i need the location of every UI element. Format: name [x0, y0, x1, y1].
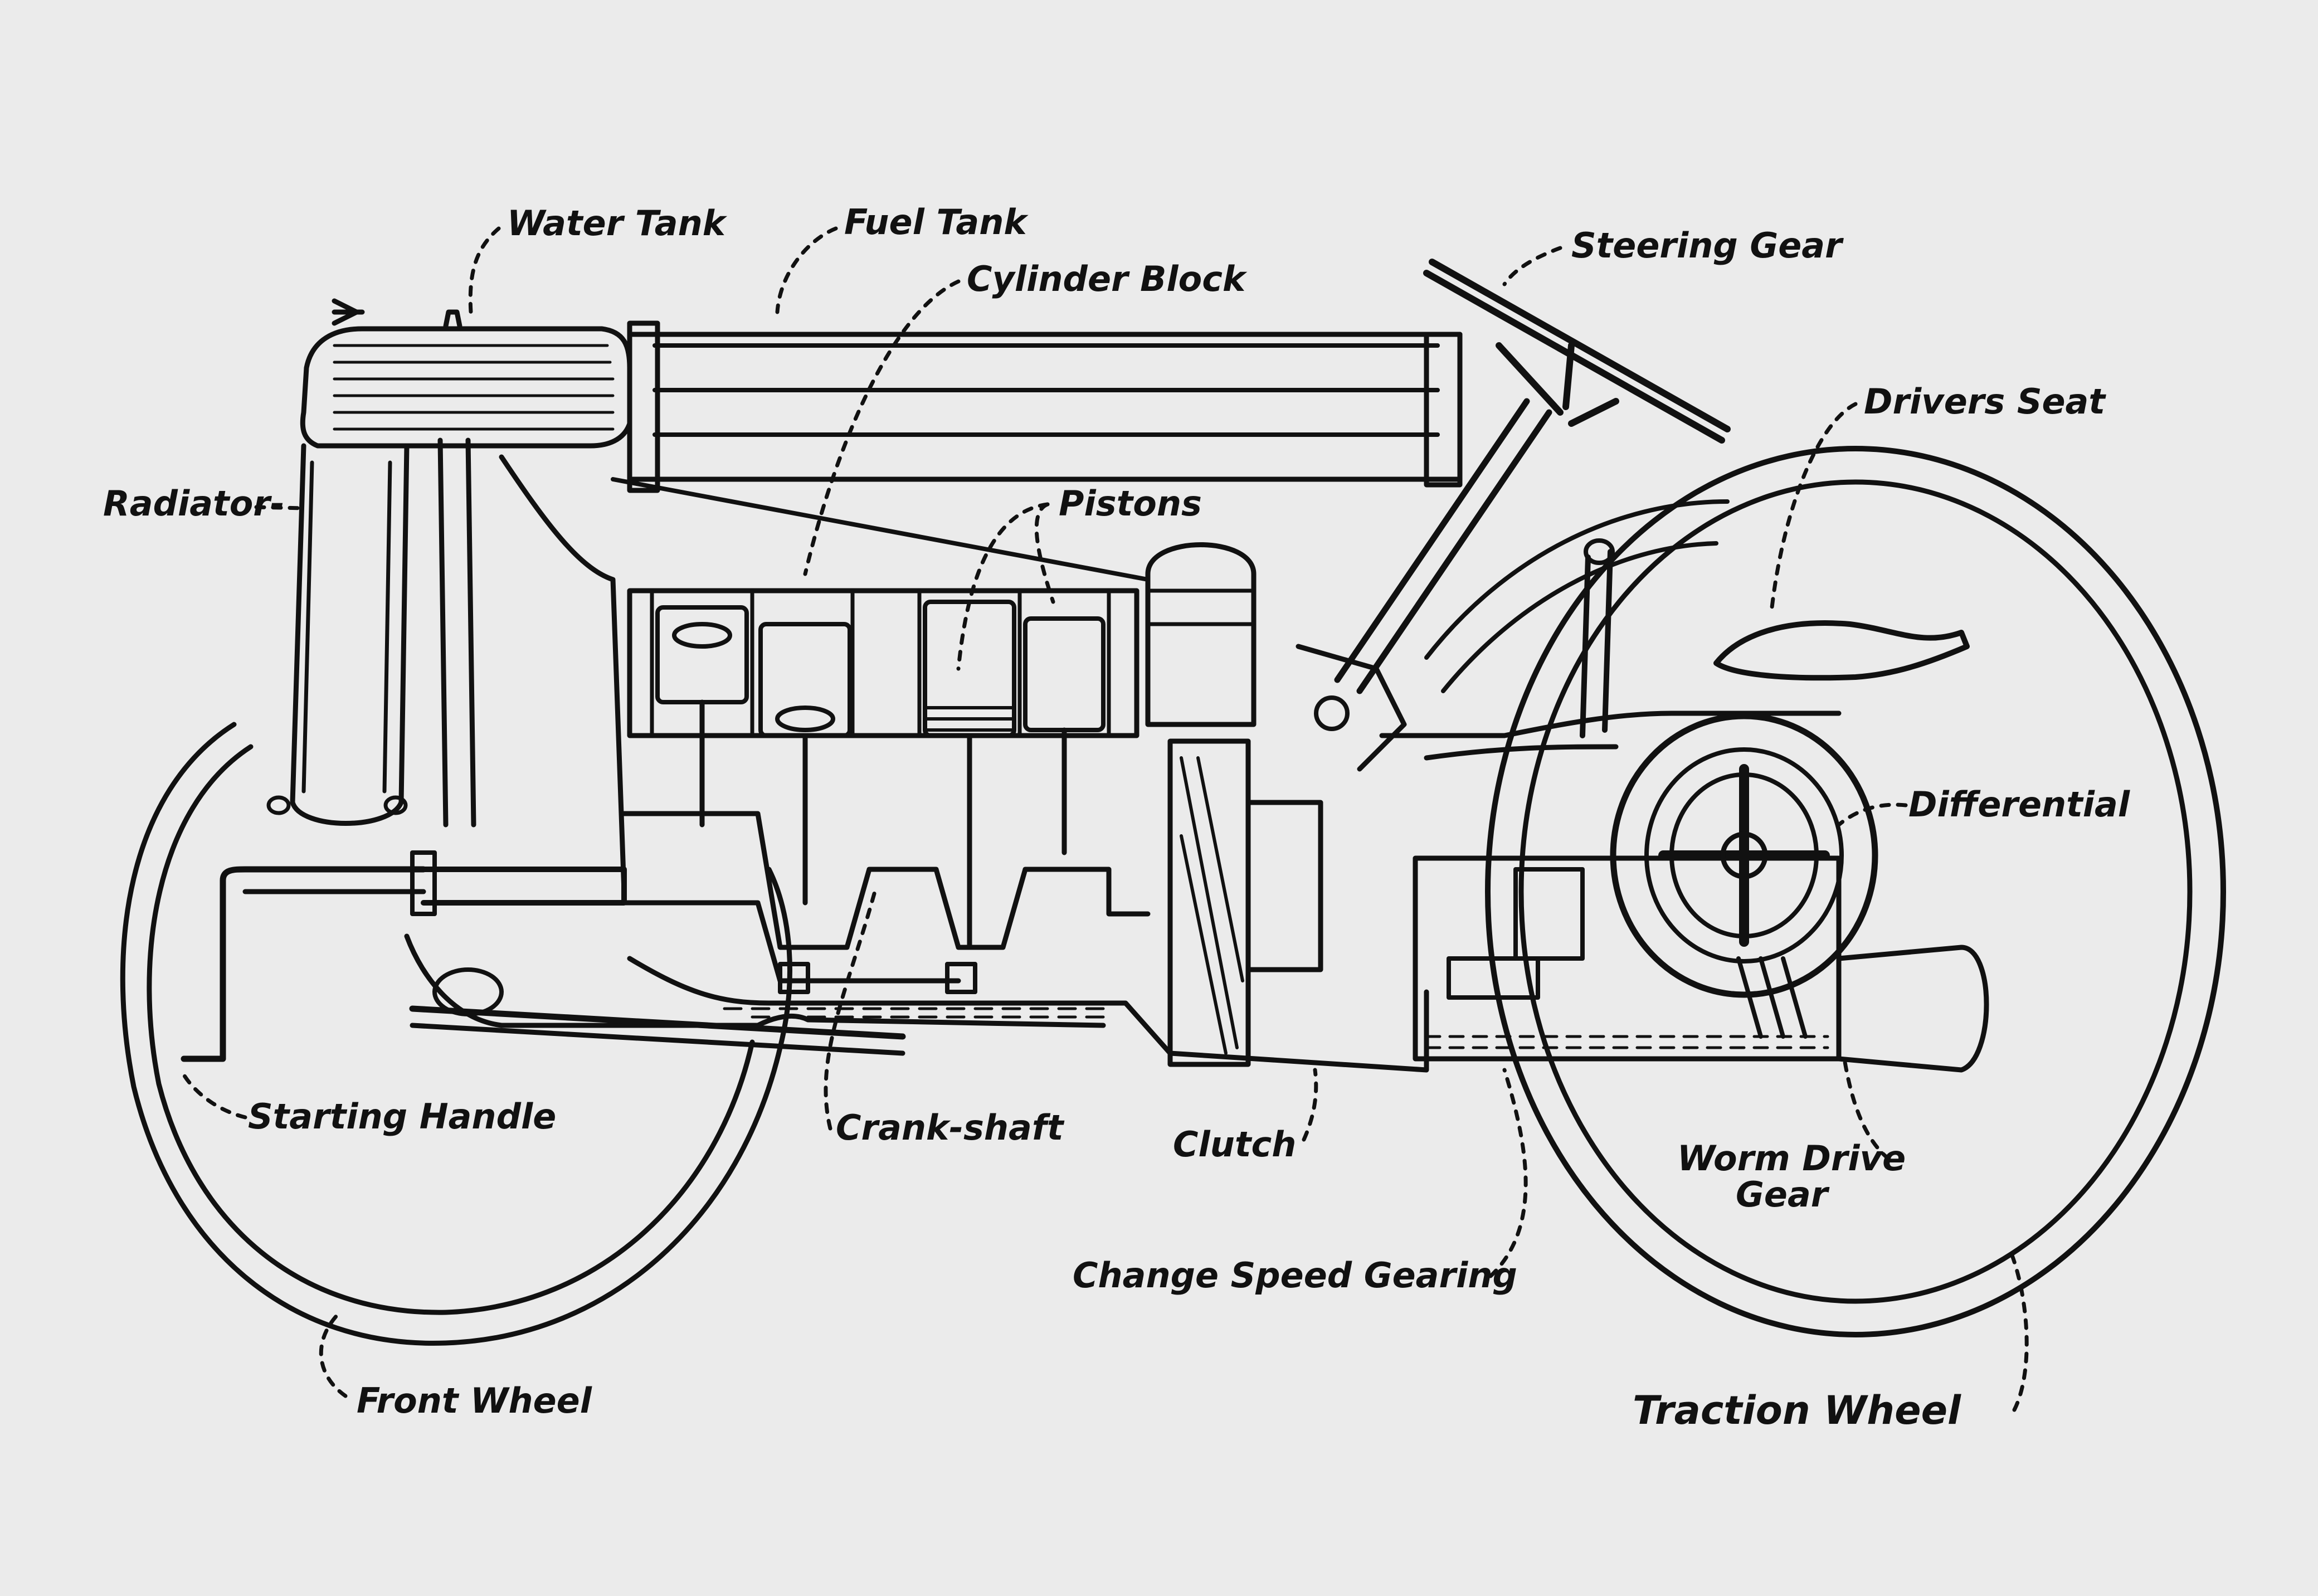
engine-block	[499, 454, 1150, 894]
label-steering-gear: Steering Gear	[1571, 225, 1844, 266]
radiator-assembly	[266, 298, 632, 828]
crank-shaft	[421, 811, 1151, 994]
label-change-speed-gearing: Change Speed Gearing	[1073, 1255, 1517, 1296]
transmission-housing	[1379, 711, 1989, 1073]
label-worm-drive-gear-line1: Worm Drive	[1677, 1138, 1906, 1179]
label-pistons: Pistons	[1059, 483, 1202, 524]
label-traction-wheel: Traction Wheel	[1633, 1388, 1961, 1433]
fuel-tank	[627, 320, 1463, 493]
label-differential: Differential	[1908, 784, 2130, 825]
starting-handle	[181, 850, 906, 1062]
label-drivers-seat: Drivers Seat	[1864, 381, 2106, 422]
label-starting-handle: Starting Handle	[248, 1096, 556, 1137]
drivers-seat	[1580, 538, 1970, 738]
pistons	[655, 600, 1106, 950]
clutch	[1167, 738, 1323, 1067]
label-fuel-tank: Fuel Tank	[844, 202, 1029, 242]
differential	[1610, 713, 1878, 998]
front-wheel	[120, 722, 792, 1346]
label-clutch: Clutch	[1173, 1124, 1296, 1165]
label-water-tank: Water Tank	[507, 203, 728, 244]
leader-lines	[179, 226, 2029, 1412]
label-cylinder-block: Cylinder Block	[967, 259, 1248, 299]
label-crank-shaft: Crank-shaft	[836, 1107, 1065, 1148]
label-radiator: Radiator-	[103, 483, 285, 524]
air-cleaner	[1145, 542, 1257, 727]
steering-gear	[1296, 259, 1731, 772]
traction-wheel	[1424, 446, 2226, 1337]
crankcase	[404, 933, 1429, 1073]
label-front-wheel: Front Wheel	[357, 1380, 592, 1421]
label-worm-drive-gear-line2: Gear	[1736, 1174, 1830, 1215]
